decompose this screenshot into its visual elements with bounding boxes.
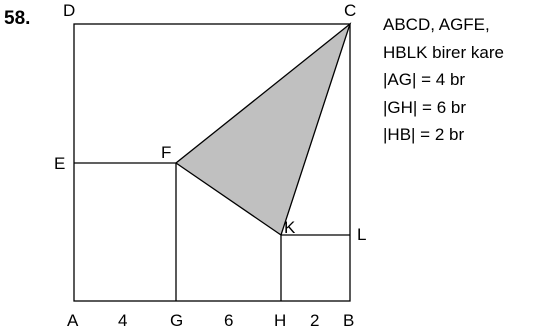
- given-line: |AG| = 4 br: [383, 70, 466, 89]
- given-line: HBLK birer kare: [383, 42, 504, 62]
- point-label-b: B: [343, 311, 354, 330]
- point-label-k: K: [284, 218, 296, 237]
- point-label-c: C: [344, 1, 356, 20]
- point-label-h: H: [274, 311, 286, 330]
- segment-label-hb: 2: [310, 311, 319, 330]
- given-line: |GH| = 6 br: [383, 97, 466, 117]
- segment-label-ag: 4: [118, 311, 127, 330]
- given-line: ABCD, AGFE,: [383, 15, 490, 34]
- segment-label-gh: 6: [224, 311, 233, 330]
- given-info: ABCD, AGFE, HBLK birer kare |AG| = 4 br …: [383, 11, 504, 149]
- point-label-d: D: [63, 1, 75, 20]
- shaded-triangle-fkc: [174, 22, 352, 237]
- point-label-e: E: [54, 154, 65, 173]
- point-label-l: L: [357, 225, 366, 244]
- point-label-g: G: [170, 311, 183, 330]
- point-label-a: A: [67, 311, 79, 330]
- square-agfe: [74, 162, 177, 301]
- question-number: 58.: [4, 8, 30, 29]
- point-label-f: F: [161, 143, 171, 162]
- square-hblk: [280, 234, 350, 301]
- given-line: |HB| = 2 br: [383, 125, 465, 144]
